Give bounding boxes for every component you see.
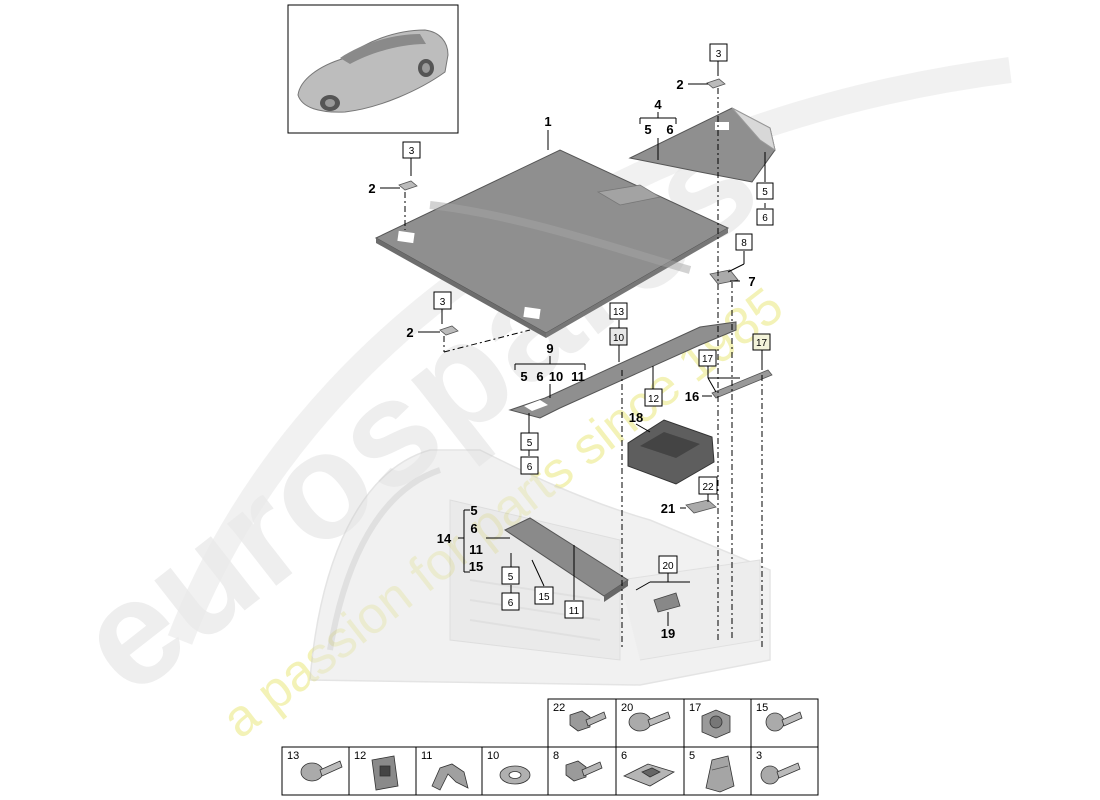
- callout-21: 21: [661, 501, 675, 516]
- legend-cell-5: 5: [689, 750, 695, 762]
- legend-cell-8: 8: [553, 750, 559, 762]
- spring-clip-icon: [431, 763, 469, 791]
- legend-cell-13: 13: [287, 750, 299, 762]
- bracket: [653, 592, 681, 613]
- callout-2: 2: [368, 181, 375, 196]
- washer-icon: [499, 765, 531, 785]
- adhesive-pad-icon: [623, 763, 675, 787]
- box-17: 17: [702, 354, 714, 365]
- callout-14-6: 6: [470, 521, 477, 536]
- boxed-callouts: [402, 43, 774, 619]
- box-22: 22: [702, 482, 714, 493]
- box-15: 15: [538, 592, 550, 603]
- callout-14-11: 11: [469, 542, 483, 557]
- box-3: 3: [409, 146, 415, 157]
- callout-16: 16: [685, 389, 699, 404]
- callout-9: 9: [546, 341, 553, 356]
- callout-18: 18: [629, 410, 643, 425]
- legend-cell-12: 12: [354, 750, 366, 762]
- box-6: 6: [527, 462, 533, 473]
- callout-14-5: 5: [470, 503, 477, 518]
- callout-19: 19: [661, 626, 675, 641]
- hex-bolt-icon: [565, 760, 603, 782]
- side-trim-panel: [628, 107, 776, 183]
- legend-cell-10: 10: [487, 750, 499, 762]
- callout-4: 4: [654, 97, 662, 112]
- cross-member-trim: [508, 321, 737, 419]
- callout-14: 14: [437, 531, 452, 546]
- legend-cell-15: 15: [756, 702, 768, 714]
- box-17: 17: [756, 338, 768, 349]
- callout-6: 6: [666, 122, 673, 137]
- pan-head-screw-icon: [300, 760, 343, 782]
- box-5: 5: [527, 438, 533, 449]
- callout-14-15: 15: [469, 559, 483, 574]
- box-3: 3: [440, 297, 446, 308]
- legend-cell-22: 22: [553, 702, 565, 714]
- callout-9-10: 10: [549, 369, 563, 384]
- callout-1: 1: [544, 114, 551, 129]
- legend-cell-20: 20: [621, 702, 633, 714]
- fastener-icons: [300, 709, 803, 793]
- box-5: 5: [508, 572, 514, 583]
- legend-cell-3: 3: [756, 750, 762, 762]
- callout-9-11: 11: [571, 369, 585, 384]
- leader-lines: [380, 61, 766, 650]
- legend-cell-6: 6: [621, 750, 627, 762]
- box-11: 11: [569, 606, 580, 617]
- boxed-callout-numbers: 3 3 5 6 8 3 13 10 12 17 17 5 6 22 20 5 6…: [409, 49, 769, 617]
- flange-screw-icon: [628, 711, 671, 732]
- torx-screw-icon: [765, 711, 803, 732]
- car-thumbnail: [287, 4, 459, 134]
- guide-rail: [711, 369, 773, 399]
- legend-cell-11: 11: [421, 750, 432, 762]
- box-5: 5: [762, 187, 768, 198]
- callout-2: 2: [406, 325, 413, 340]
- callout-numbers: 1 2 2 2 4 5 6 7 9 5 6 10 11 16 18 21 14 …: [368, 77, 755, 641]
- box-6: 6: [762, 213, 768, 224]
- fastener-legend: [281, 698, 819, 796]
- small-block: [685, 499, 717, 514]
- countersunk-screw-icon: [760, 762, 801, 785]
- box-6: 6: [508, 598, 514, 609]
- callout-9-6: 6: [536, 369, 543, 384]
- cap-nut-icon: [701, 709, 731, 739]
- box-12: 12: [648, 394, 660, 405]
- box-3: 3: [716, 49, 722, 60]
- legend-cell-17: 17: [689, 702, 701, 714]
- box-8: 8: [741, 238, 747, 249]
- cargo-floor-panel: [374, 149, 730, 338]
- trunk-structure: [309, 449, 771, 686]
- box-10: 10: [613, 333, 625, 344]
- hex-bolt-icon: [569, 710, 607, 732]
- callout-2: 2: [676, 77, 683, 92]
- box-20: 20: [662, 561, 674, 572]
- foam-tray: [627, 419, 715, 485]
- clip-nut-icon: [371, 755, 399, 791]
- callout-7: 7: [748, 274, 755, 289]
- callout-9-5: 5: [520, 369, 527, 384]
- box-13: 13: [613, 307, 625, 318]
- retaining-clip-icon: [705, 755, 735, 793]
- callout-5: 5: [644, 122, 651, 137]
- legend-cell-numbers: 22 20 17 15 13 12 11 10 8 6 5 3: [287, 702, 768, 762]
